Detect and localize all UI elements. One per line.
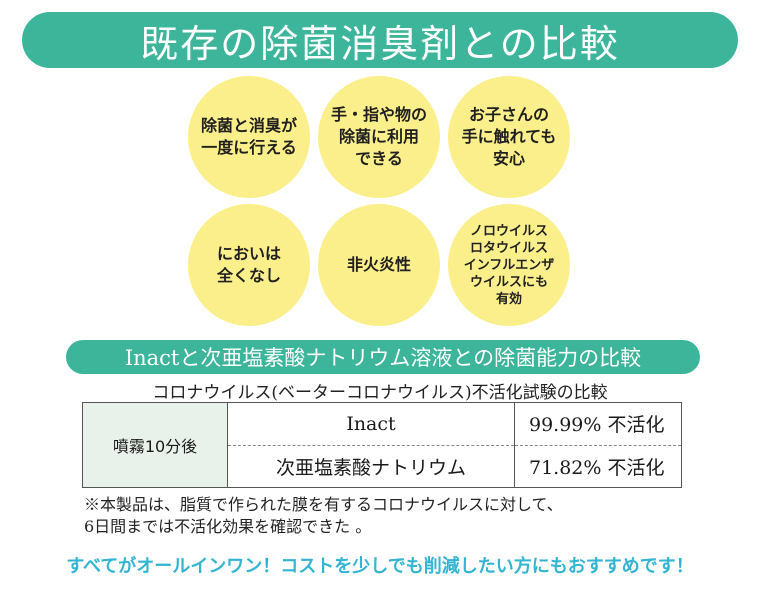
test-caption: コロナウイルス(ベーターコロナウイルス)不活化試験の比較 xyxy=(152,383,608,403)
feature-circle-2: 手・指や物の 除菌に利用 できる xyxy=(318,76,440,198)
footnote: ※本製品は、脂質で作られた膜を有するコロナウイルスに対して、 6日間までは不活化… xyxy=(84,494,724,538)
product-cell: 次亜塩素酸ナトリウム xyxy=(227,444,515,488)
result-cell: 99.99% 不活化 xyxy=(514,402,682,446)
comparison-table: 噴霧10分後 Inact 99.99% 不活化 次亜塩素酸ナトリウム 71.82… xyxy=(82,402,682,488)
product-cell: Inact xyxy=(227,402,515,446)
comparison-banner: Inactと次亜塩素酸ナトリウム溶液との除菌能力の比較 xyxy=(66,340,700,374)
feature-circle-5: 非火炎性 xyxy=(318,204,440,326)
table-row: 次亜塩素酸ナトリウム 71.82% 不活化 xyxy=(83,444,682,488)
feature-text: お子さんの 手に触れても 安心 xyxy=(461,105,557,168)
title-banner: 既存の除菌消臭剤との比較 xyxy=(22,12,738,68)
table-row: 噴霧10分後 Inact 99.99% 不活化 xyxy=(82,402,682,488)
feature-circle-6: ノロウイルス ロタウイルス インフルエンザ ウイルスにも 有効 xyxy=(448,204,570,326)
footnote-line: 6日間までは不活化効果を確認できた 。 xyxy=(84,517,372,536)
result-cell: 71.82% 不活化 xyxy=(514,444,682,488)
comparison-title: Inactと次亜塩素酸ナトリウム溶液との除菌能力の比較 xyxy=(124,346,642,370)
feature-text: においは 全くなし xyxy=(216,244,281,285)
feature-circle-1: 除菌と消臭が 一度に行える xyxy=(188,76,310,198)
feature-text: 手・指や物の 除菌に利用 できる xyxy=(330,105,427,168)
feature-circle-4: においは 全くなし xyxy=(188,204,310,326)
feature-text: ノロウイルス ロタウイルス インフルエンザ ウイルスにも 有効 xyxy=(463,223,555,307)
condition-cell: 噴霧10分後 xyxy=(82,402,228,488)
footer-tagline: すべてがオールインワン！コストを少しでも削減したい方にもおすすめです！ xyxy=(66,556,694,577)
footnote-line: ※本製品は、脂質で作られた膜を有するコロナウイルスに対して、 xyxy=(84,495,563,514)
feature-text: 非火炎性 xyxy=(346,255,411,274)
feature-text: 除菌と消臭が 一度に行える xyxy=(200,116,297,157)
page-title: 既存の除菌消臭剤との比較 xyxy=(140,21,620,66)
feature-circle-3: お子さんの 手に触れても 安心 xyxy=(448,76,570,198)
